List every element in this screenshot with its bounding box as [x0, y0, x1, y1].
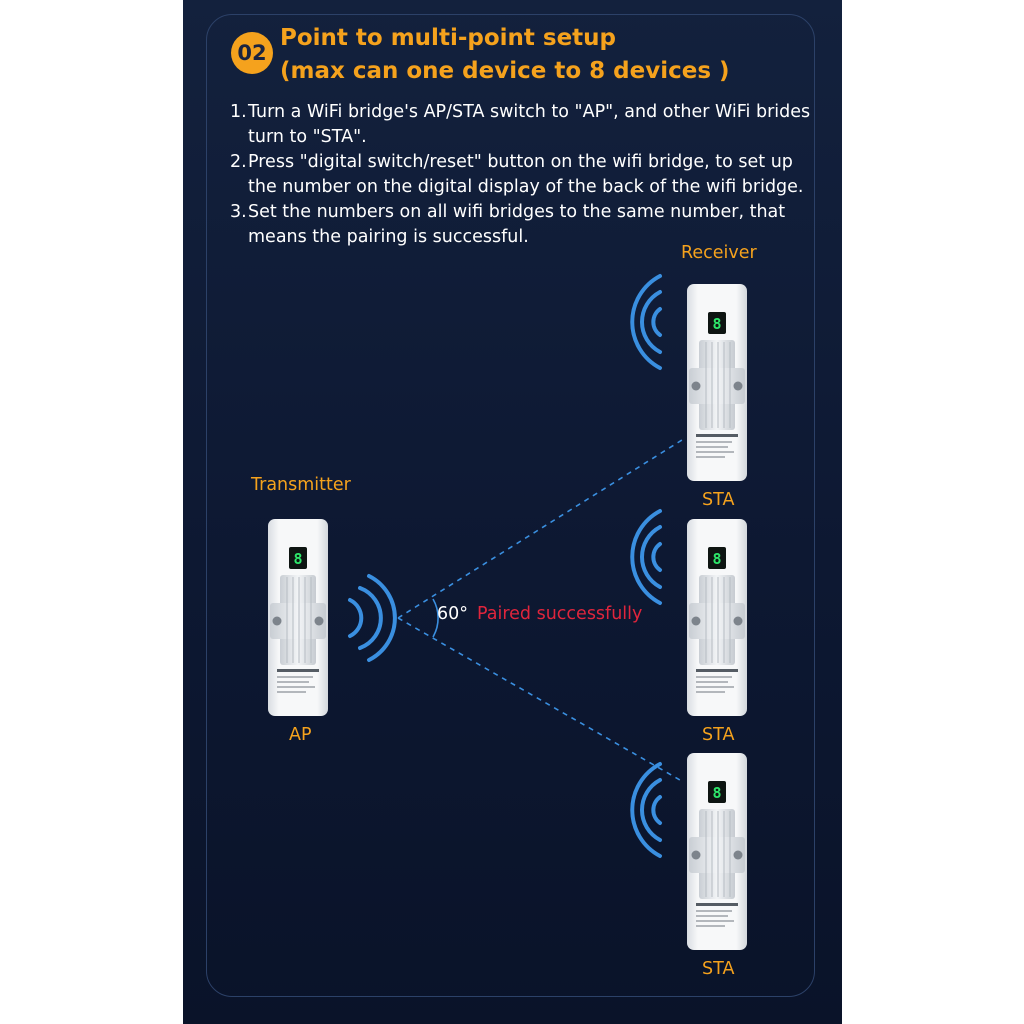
paired-label: Paired successfully — [477, 604, 643, 624]
ap-label: AP — [289, 725, 312, 745]
step-text: Press "digital switch/reset" button on t… — [248, 152, 804, 197]
beam-lines — [397, 439, 683, 781]
receiver-label: Receiver — [681, 243, 757, 263]
step-text: Set the numbers on all wifi bridges to t… — [248, 202, 786, 247]
transmitter-label: Transmitter — [251, 475, 351, 495]
step-badge: 02 — [231, 32, 273, 74]
step-2: 2. Press "digital switch/reset" button o… — [230, 150, 820, 200]
receiver-wave-icon — [630, 762, 662, 858]
title-line-1: Point to multi-point setup — [280, 25, 617, 51]
angle-label: 60° — [437, 604, 469, 624]
step-3: 3. Set the numbers on all wifi bridges t… — [230, 200, 820, 250]
angle-arc — [432, 598, 439, 638]
receiver-device-3 — [686, 752, 748, 951]
step-number: 1. — [230, 102, 247, 122]
sta-label-1: STA — [702, 490, 735, 510]
step-number: 3. — [230, 202, 247, 222]
receiver-device-1 — [686, 283, 748, 482]
step-text: Turn a WiFi bridge's AP/STA switch to "A… — [248, 102, 811, 147]
step-1: 1. Turn a WiFi bridge's AP/STA switch to… — [230, 100, 820, 150]
sta-label-2: STA — [702, 725, 735, 745]
step-number: 2. — [230, 152, 247, 172]
transmitter-device — [267, 518, 329, 717]
receiver-device-2 — [686, 518, 748, 717]
receiver-wave-icon — [630, 509, 662, 605]
transmitter-wave-icon — [348, 574, 397, 662]
receiver-wave-icon — [630, 274, 662, 370]
card-frame — [206, 14, 815, 997]
beam-lower — [397, 617, 681, 781]
title-line-2: (max can one device to 8 devices ) — [280, 58, 730, 84]
sta-label-3: STA — [702, 959, 735, 979]
